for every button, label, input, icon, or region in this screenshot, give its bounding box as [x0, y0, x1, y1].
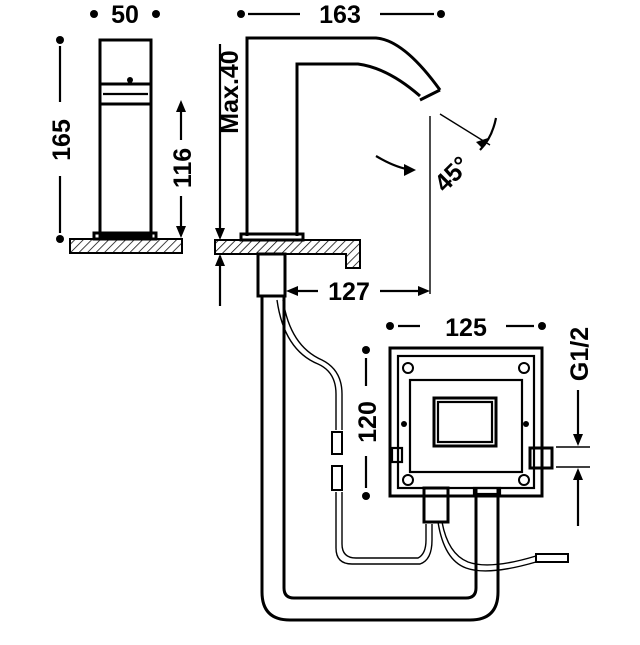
dimension-reach: 163 [319, 1, 361, 29]
tap-body-side [98, 38, 153, 238]
dimension-deck-max: Max.40 [216, 50, 244, 133]
hoses [260, 296, 569, 622]
cable-connector-top [331, 431, 343, 455]
front-view: 163 Max.40 127 45° [214, 1, 498, 306]
side-view: 50 165 116 [48, 1, 197, 254]
water-hose-outer [260, 296, 500, 622]
power-plug [535, 553, 569, 563]
cable-connector-bottom [331, 465, 343, 491]
dimension-box-width: 125 [445, 314, 487, 342]
control-box: 125 120 G1/2 [354, 314, 594, 526]
dimension-height-body: 116 [169, 148, 197, 188]
spout-inner [295, 62, 421, 236]
water-hose-inner [282, 296, 478, 600]
counter-section-front [214, 239, 361, 269]
dimension-hole-offset: 127 [328, 278, 370, 306]
dimension-box-height: 120 [354, 401, 382, 443]
outlet-fitting [422, 486, 450, 524]
solenoid-valve [432, 396, 498, 448]
shank [256, 252, 287, 298]
inlet-fitting [528, 446, 554, 470]
dimension-height-total: 165 [48, 119, 76, 161]
dimension-connection: G1/2 [566, 327, 594, 381]
counter-section [69, 238, 183, 254]
control-box-outer [388, 346, 544, 498]
dimension-width-top: 50 [111, 1, 139, 29]
dimension-angle: 45° [429, 151, 476, 198]
spout-outer [245, 36, 442, 236]
